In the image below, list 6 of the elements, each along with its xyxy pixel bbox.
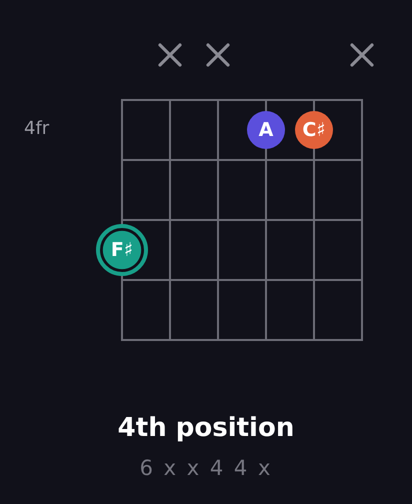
fingering-caption: 6 x x 4 4 x [140, 456, 272, 480]
note-dot: C♯ [295, 111, 333, 149]
fret-number-label: 4fr [24, 118, 50, 139]
root-note-dot: F♯ [96, 224, 148, 276]
note-dot: A [247, 111, 285, 149]
chord-title: 4th position [118, 413, 294, 443]
